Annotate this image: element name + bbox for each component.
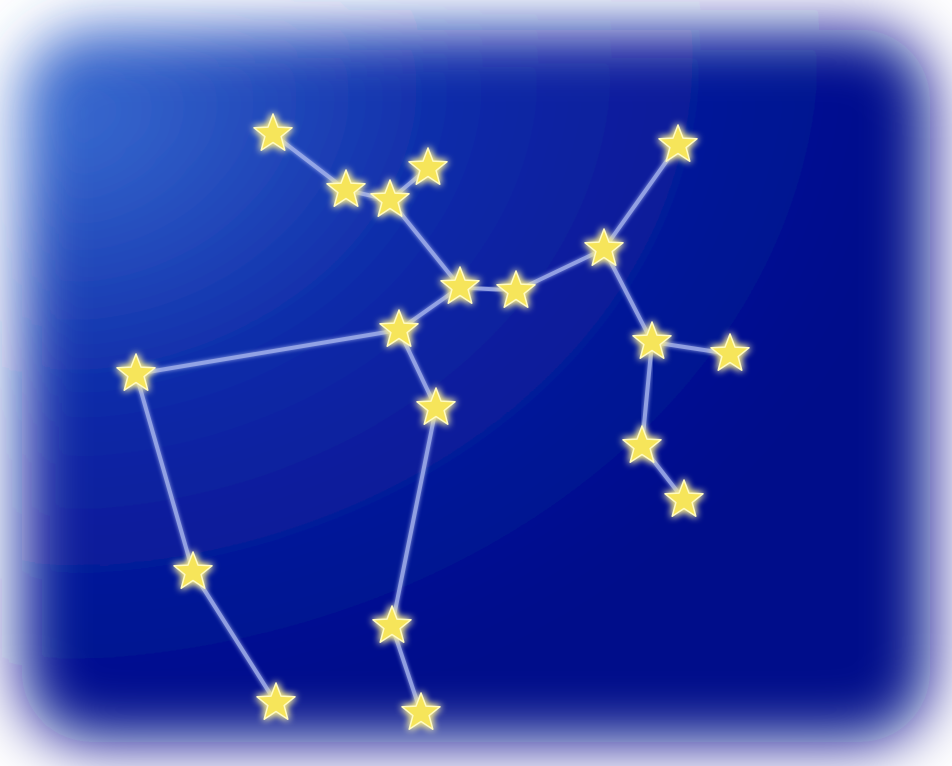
star-icon — [326, 169, 366, 207]
constellation-line — [134, 328, 401, 376]
constellation-line — [602, 143, 680, 251]
star-icon — [440, 266, 480, 304]
sky-panel — [22, 30, 930, 742]
star-icon — [173, 551, 213, 589]
star-icon — [416, 387, 456, 425]
star-icon — [622, 425, 662, 463]
constellation-line — [602, 247, 654, 344]
star-icon — [116, 353, 156, 391]
star-icon — [658, 124, 698, 162]
constellation-line — [271, 132, 348, 192]
constellation-line — [191, 570, 278, 705]
star-icon — [372, 605, 412, 643]
constellation-stars — [116, 113, 750, 730]
star-icon — [256, 682, 296, 720]
star-icon — [379, 309, 419, 347]
star-icon — [632, 321, 672, 359]
star-icon — [253, 113, 293, 151]
star-icon — [710, 333, 750, 371]
star-icon — [401, 692, 441, 730]
constellation-line — [390, 624, 423, 715]
star-icon — [496, 270, 536, 308]
star-icon — [584, 228, 624, 266]
star-icon — [408, 147, 448, 185]
constellation-line — [134, 372, 195, 574]
star-icon — [370, 179, 410, 217]
star-icon — [664, 479, 704, 517]
constellation-line — [390, 406, 438, 628]
